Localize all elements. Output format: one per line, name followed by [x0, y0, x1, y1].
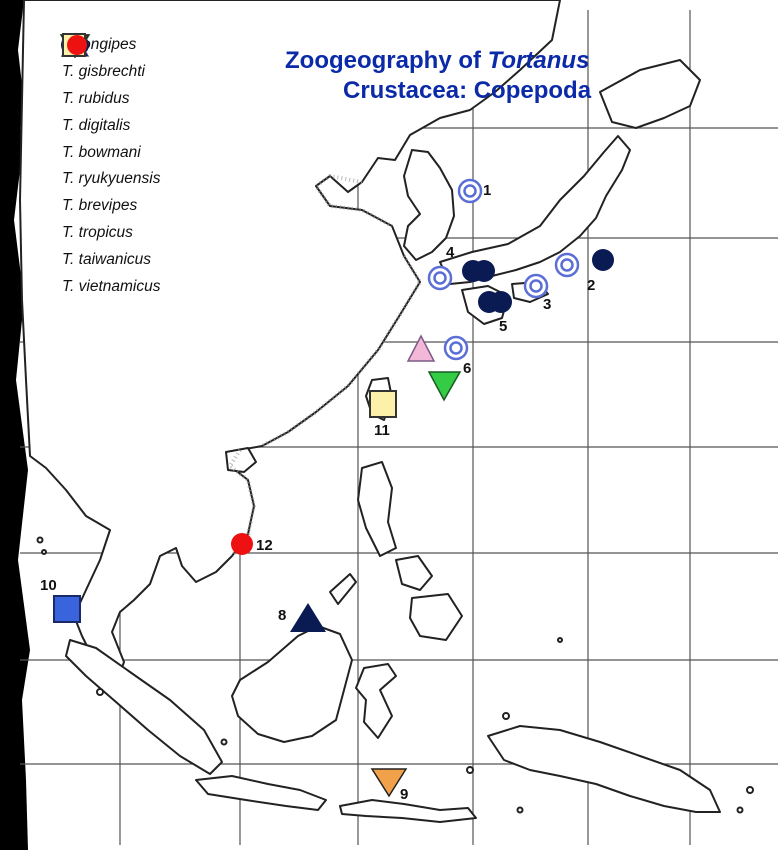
legend-item-bowmani: T. bowmani [58, 34, 161, 166]
landmasses [19, 0, 754, 823]
legend-label: T. vietnamicus [62, 277, 161, 295]
site-label-1: 1 [483, 182, 492, 199]
marker-vietnamicus [231, 533, 253, 555]
hainan-island [225, 447, 257, 473]
site-label-2: 2 [587, 277, 596, 294]
legend-item-vietnamicus: T. vietnamicus [58, 35, 161, 300]
site-label-9: 9 [400, 786, 409, 803]
legend-label: T. gisbrechti [62, 63, 145, 81]
legend-item-rubidus: T. rubidus [58, 35, 161, 113]
marker-ryukyuensis [427, 371, 462, 402]
title-genus: Tortanus [487, 47, 590, 74]
korea-peninsula [403, 149, 455, 261]
site-label-10: 10 [40, 577, 57, 594]
filled-circle-icon [67, 35, 87, 55]
legend-label: T. bowmani [62, 143, 141, 161]
title-line-2: Crustacea: Copepoda [343, 77, 592, 104]
legend-label: T. taiwanicus [62, 250, 152, 268]
specimen-markers [53, 178, 614, 798]
marker-longipes [427, 178, 580, 361]
legend-label: T. ryukyuensis [62, 170, 161, 188]
site-label-5: 5 [499, 318, 508, 335]
philippines-luzon [357, 461, 397, 557]
marker-digitalis [406, 334, 436, 362]
legend-label: T. tropicus [62, 223, 133, 241]
borneo-island [231, 625, 353, 743]
legend-item-digitalis: T. digitalis [58, 32, 161, 139]
legend-item-tropicus: T. tropicus [58, 33, 161, 247]
site-label-4: 4 [446, 244, 455, 261]
legend-item-brevipes: T. brevipes [58, 34, 161, 220]
marker-taiwanicus [369, 390, 397, 418]
philippines-palawan [329, 573, 357, 605]
philippines-mindanao [409, 593, 463, 641]
new-guinea-island [487, 725, 721, 813]
marker-tropicus [53, 595, 81, 623]
site-label-12: 12 [256, 537, 273, 554]
coastal-stipple [227, 173, 423, 558]
map-title: Zoogeography of Tortanus Crustacea: Cope… [285, 46, 725, 106]
sumatra-island [65, 639, 223, 775]
legend-item-gisbrechti: T. gisbrechti [58, 33, 161, 86]
sulawesi-island [355, 663, 397, 739]
species-legend: T. longipes T. gisbrechti T. rubidus T. … [58, 32, 161, 300]
legend-label: T. digitalis [62, 116, 131, 134]
legend-label: T. rubidus [62, 89, 130, 107]
legend-label: T. brevipes [62, 197, 138, 215]
site-label-8: 8 [278, 607, 287, 624]
lesser-sunda-islands [339, 799, 477, 823]
site-label-6: 6 [463, 360, 472, 377]
legend-item-taiwanicus: T. taiwanicus [58, 33, 161, 273]
japan-hokkaido [599, 59, 701, 129]
title-prefix: Zoogeography of [285, 47, 488, 74]
site-label-3: 3 [543, 296, 552, 313]
java-island [195, 775, 327, 811]
legend-item-ryukyuensis: T. ryukyuensis [58, 34, 161, 193]
title-line-1: Zoogeography of Tortanus [285, 46, 725, 76]
marker-bowmani [290, 603, 326, 632]
marker-brevipes [370, 768, 408, 798]
japan-honshu [439, 135, 631, 285]
site-label-11: 11 [374, 422, 390, 439]
marker-rubidus [462, 249, 614, 313]
philippines-visayas [395, 555, 433, 591]
